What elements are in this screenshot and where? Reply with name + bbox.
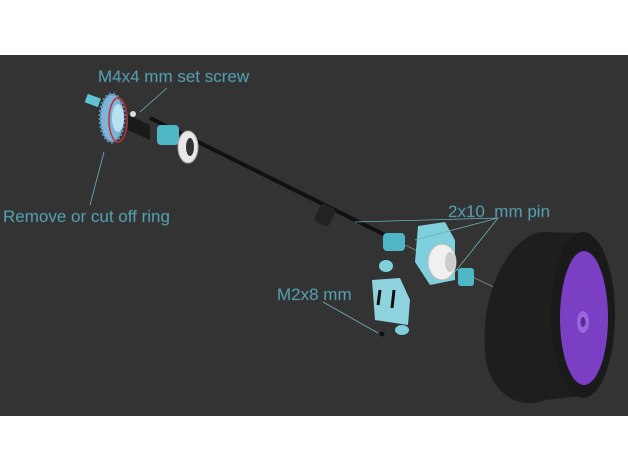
cup (383, 233, 405, 251)
ring (108, 97, 128, 143)
steering-block (372, 260, 410, 335)
set-screw (130, 111, 136, 117)
boot (314, 203, 336, 227)
leader-screw (322, 301, 379, 334)
leader-ring (89, 151, 105, 206)
wheel (484, 232, 615, 404)
label-ring: Remove or cut off ring (3, 207, 170, 226)
label-screw: M2x8 mm (277, 285, 352, 304)
bushing (157, 125, 179, 145)
label-set-screw: M4x4 mm set screw (98, 67, 250, 86)
label-pin: 2x10 mm pin (448, 202, 550, 221)
hub (128, 115, 150, 140)
small-screw (379, 331, 385, 337)
hex-hub (458, 268, 474, 286)
spur-gear (98, 92, 128, 144)
hub-carrier (415, 222, 457, 285)
pin-stub (84, 93, 101, 108)
leader-set-screw (139, 87, 168, 113)
